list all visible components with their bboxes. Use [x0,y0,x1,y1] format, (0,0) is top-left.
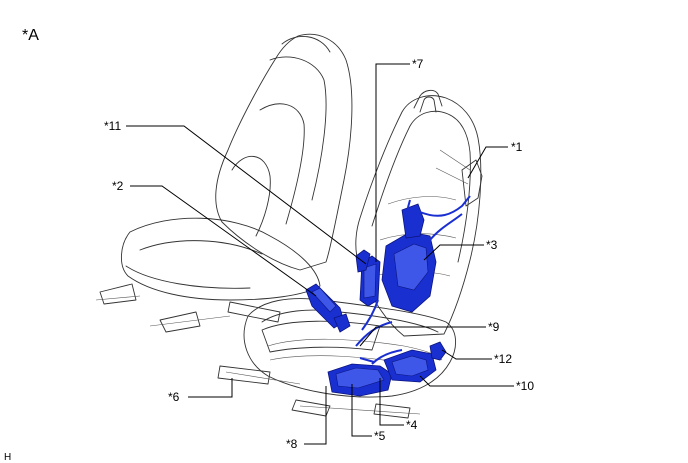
rear-seat-outline [95,33,353,333]
blue-components [305,195,471,397]
leader-lines [126,63,514,445]
callout-12: *12 [494,352,512,366]
callout-4: *4 [406,418,418,432]
callout-1: *1 [511,140,523,154]
view-label: *A [22,27,39,44]
callout-3: *3 [486,238,498,252]
callout-7: *7 [412,57,424,71]
corner-mark: H [4,452,11,463]
callout-2: *2 [112,179,124,193]
callout-11: *11 [104,119,121,133]
callout-8: *8 [286,437,298,451]
callout-9: *9 [488,320,500,334]
callout-6: *6 [168,390,180,404]
callout-10: *10 [516,379,534,393]
callout-5: *5 [374,429,386,443]
